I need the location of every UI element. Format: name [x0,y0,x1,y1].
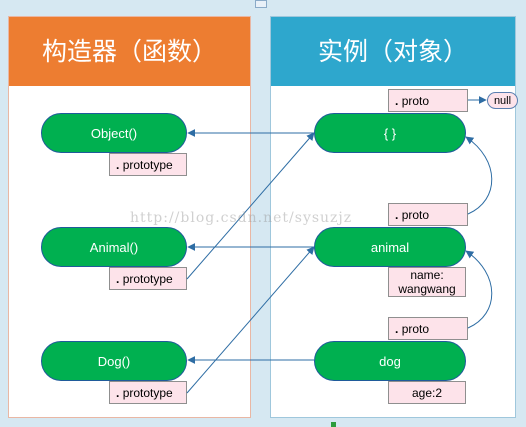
animal-proto-curve [465,136,493,215]
dog-constructor-node: Dog() [41,341,187,381]
dog-prototype-box: . prototype [109,381,187,404]
object-instance-node: { } [314,113,466,153]
dot-marker: . [395,93,399,108]
object-proto-label: proto [401,93,430,108]
animal-proto-box: . proto [388,203,468,226]
dog-proto-box: . proto [388,317,468,340]
dot-marker: . [116,157,120,172]
animal-prototype-label: prototype [122,271,173,286]
dog-proto-label: proto [401,321,430,336]
object-prototype-label: prototype [122,157,173,172]
dog-prototype-label: prototype [122,385,173,400]
dog-instance-node: dog [314,341,466,381]
dog-prototype-link [186,246,315,394]
object-constructor-node: Object() [41,113,187,153]
dot-marker: . [116,271,120,286]
instance-panel-title: 实例（对象） [271,17,515,86]
dot-marker: . [116,385,120,400]
animal-prototype-link [186,132,315,280]
animal-prototype-box: . prototype [109,267,187,290]
animal-name-property: name: wangwang [388,267,466,297]
animal-proto-label: proto [401,207,430,222]
null-node: null [487,92,518,109]
object-proto-box: . proto [388,89,468,112]
constructor-panel-title: 构造器（函数） [9,17,250,86]
window-top-marker [255,0,267,8]
window-bottom-marker [331,422,336,427]
dog-proto-curve [465,250,493,329]
dot-marker: . [395,321,399,336]
dot-marker: . [395,207,399,222]
object-prototype-box: . prototype [109,153,187,176]
animal-constructor-node: Animal() [41,227,187,267]
animal-instance-node: animal [314,227,466,267]
dog-age-property: age:2 [388,381,466,404]
